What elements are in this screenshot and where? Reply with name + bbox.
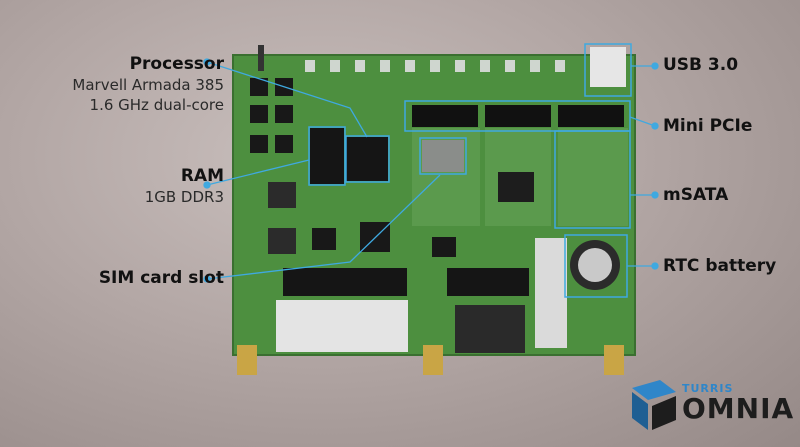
pcie-label: Mini PCIe	[663, 116, 752, 137]
ram-size: 1GB DDR3	[144, 188, 224, 206]
processor-title: Processor	[129, 54, 224, 74]
ram-label: RAM 1GB DDR3	[145, 166, 224, 207]
ram-highlight	[308, 126, 346, 186]
callout-boxes	[308, 43, 632, 298]
rtc-label: RTC battery	[663, 256, 776, 277]
usb-port	[590, 47, 626, 87]
pcie-title: Mini PCIe	[663, 116, 753, 136]
msata-label: mSATA	[663, 185, 728, 206]
antenna-connectors-bottom	[237, 345, 624, 375]
processor-chip	[346, 137, 388, 181]
ram-line	[206, 159, 310, 186]
processor-model: Marvell Armada 385	[72, 76, 224, 94]
sim-title: SIM card slot	[98, 268, 224, 288]
sim-highlight	[419, 137, 467, 175]
processor-label: Processor Marvell Armada 385 1.6 GHz dua…	[72, 54, 224, 115]
processor-line	[206, 61, 368, 138]
ethernet-ports	[276, 300, 408, 352]
ram-title: RAM	[180, 166, 224, 186]
brand-logo: TURRIS OMNIA	[628, 378, 793, 433]
processor-highlight	[345, 135, 390, 183]
usb-title: USB 3.0	[663, 55, 739, 75]
processor-speed: 1.6 GHz dual-core	[89, 96, 224, 114]
turris-logo-icon	[632, 380, 676, 430]
rtc-title: RTC battery	[663, 256, 777, 276]
sim-label: SIM card slot	[99, 268, 224, 289]
pcie-highlight	[404, 100, 631, 132]
msata-title: mSATA	[663, 185, 729, 205]
usb-label: USB 3.0	[663, 55, 738, 76]
brand-name: OMNIA	[682, 392, 795, 425]
callout-lines	[203, 58, 659, 283]
msata-highlight	[554, 130, 631, 229]
sim-slot	[422, 140, 464, 172]
usb-highlight	[584, 43, 632, 97]
ram-chips	[310, 128, 344, 184]
misc-components	[250, 78, 529, 353]
brand-small-text: TURRIS	[682, 382, 734, 395]
antenna-connectors-top	[305, 60, 565, 72]
sfp-cage	[535, 238, 567, 348]
pcb-board	[232, 45, 636, 375]
reset-button	[258, 45, 264, 71]
sim-line	[206, 174, 441, 280]
pcie-line	[629, 116, 656, 127]
